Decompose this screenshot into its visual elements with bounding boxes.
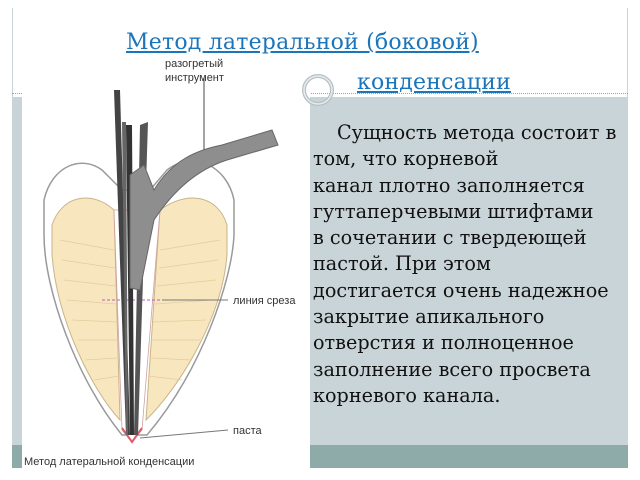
body-line-2: том, что корневой xyxy=(313,147,499,171)
body-line-1: Сущность метода состоит в xyxy=(337,121,617,144)
tooth-root-left xyxy=(51,197,121,422)
body-line-10: заполнение всего просвета xyxy=(313,357,591,381)
tooth-diagram: разогретый инструмент линия среза паста … xyxy=(24,58,296,468)
body-line-7: достигается очень надежное xyxy=(313,278,609,302)
left-accent-strip xyxy=(12,97,22,445)
tooth-illustration: разогретый инструмент линия среза паста … xyxy=(22,50,310,470)
paste-pointer xyxy=(139,429,229,439)
body-text: Сущность метода состоит в том, что корне… xyxy=(313,120,631,409)
tooth-root-right xyxy=(145,197,228,422)
body-line-4: гуттаперчевыми штифтами xyxy=(313,199,594,223)
text-panel xyxy=(305,97,628,445)
label-cut-line: линия среза xyxy=(233,295,296,307)
label-heated-2: инструмент xyxy=(165,72,224,84)
frame-right-border xyxy=(627,8,628,98)
paste-mark xyxy=(121,427,143,444)
body-line-11: корневого канала. xyxy=(313,383,501,407)
body-line-3: канал плотно заполняется xyxy=(313,173,585,197)
body-line-6: пастой. При этом xyxy=(313,252,491,276)
gutta-percha-point-3 xyxy=(122,122,128,435)
slide-title-line2: конденсации xyxy=(357,70,511,95)
slide-title-line1: Метод латеральной (боковой) xyxy=(126,30,479,55)
body-line-8: закрытие апикального xyxy=(313,305,545,329)
divider-dotted xyxy=(12,93,628,94)
root-texture xyxy=(59,239,221,381)
label-paste: паста xyxy=(233,425,262,437)
instrument-shaft xyxy=(129,129,279,291)
figure-caption: Метод латеральной конденсации xyxy=(24,456,194,468)
label-heated-1: разогретый xyxy=(165,58,223,70)
frame-left-border xyxy=(12,8,13,98)
body-line-9: отверстия и полноценное xyxy=(313,331,574,355)
body-line-5: в сочетании с твердеющей xyxy=(313,226,587,250)
ring-icon xyxy=(302,74,334,106)
